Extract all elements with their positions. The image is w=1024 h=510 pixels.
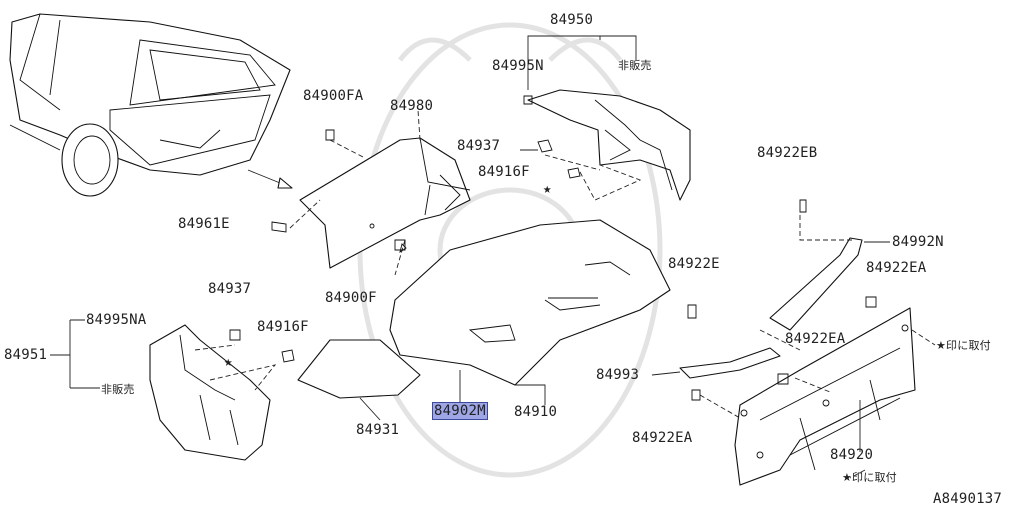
label-84950: 84950 <box>550 12 594 28</box>
label-84992N: 84992N <box>892 234 944 250</box>
label-84900F: 84900F <box>325 290 377 306</box>
star-marker-top: ★ <box>543 181 552 197</box>
star-marker-left: ★ <box>224 354 233 370</box>
label-84961E: 84961E <box>178 216 230 232</box>
note-attach-at-star-right: ★印に取付 <box>936 339 991 352</box>
label-84995N: 84995N <box>492 58 544 74</box>
diagram-id: A8490137 <box>933 491 1003 507</box>
car-rear-view <box>9 13 293 197</box>
label-84902M-highlighted: 84902M <box>432 402 488 420</box>
part-84980 <box>271 109 471 276</box>
label-84922EA-bottom: 84922EA <box>632 430 693 446</box>
part-84950 <box>520 35 691 201</box>
label-84937-top: 84937 <box>457 138 501 154</box>
label-84951: 84951 <box>4 347 48 363</box>
part-84992N <box>759 215 890 351</box>
label-84922EB: 84922EB <box>757 145 818 161</box>
label-84995NA: 84995NA <box>86 312 147 328</box>
part-84920 <box>699 307 936 486</box>
label-84922EA-top: 84922EA <box>866 260 927 276</box>
part-84931 <box>297 339 421 421</box>
label-84900FA: 84900FA <box>303 88 364 104</box>
label-not-for-sale-top: 非販売 <box>618 59 652 72</box>
part-84993 <box>651 347 781 379</box>
label-84922E: 84922E <box>668 256 720 272</box>
label-84920: 84920 <box>830 447 874 463</box>
label-84916F-top: 84916F <box>478 164 530 180</box>
clip-icons <box>394 199 877 401</box>
label-84910: 84910 <box>514 404 558 420</box>
label-84993: 84993 <box>596 367 640 383</box>
part-84951 <box>50 319 295 461</box>
label-84931: 84931 <box>356 422 400 438</box>
note-attach-at-star-bottom: ★印に取付 <box>842 471 897 484</box>
part-84910 <box>389 219 671 405</box>
label-84916F-left: 84916F <box>257 319 309 335</box>
label-not-for-sale-left: 非販売 <box>101 383 135 396</box>
label-84922EA-mid: 84922EA <box>785 331 846 347</box>
label-84937-left: 84937 <box>208 281 252 297</box>
label-84980: 84980 <box>390 98 434 114</box>
